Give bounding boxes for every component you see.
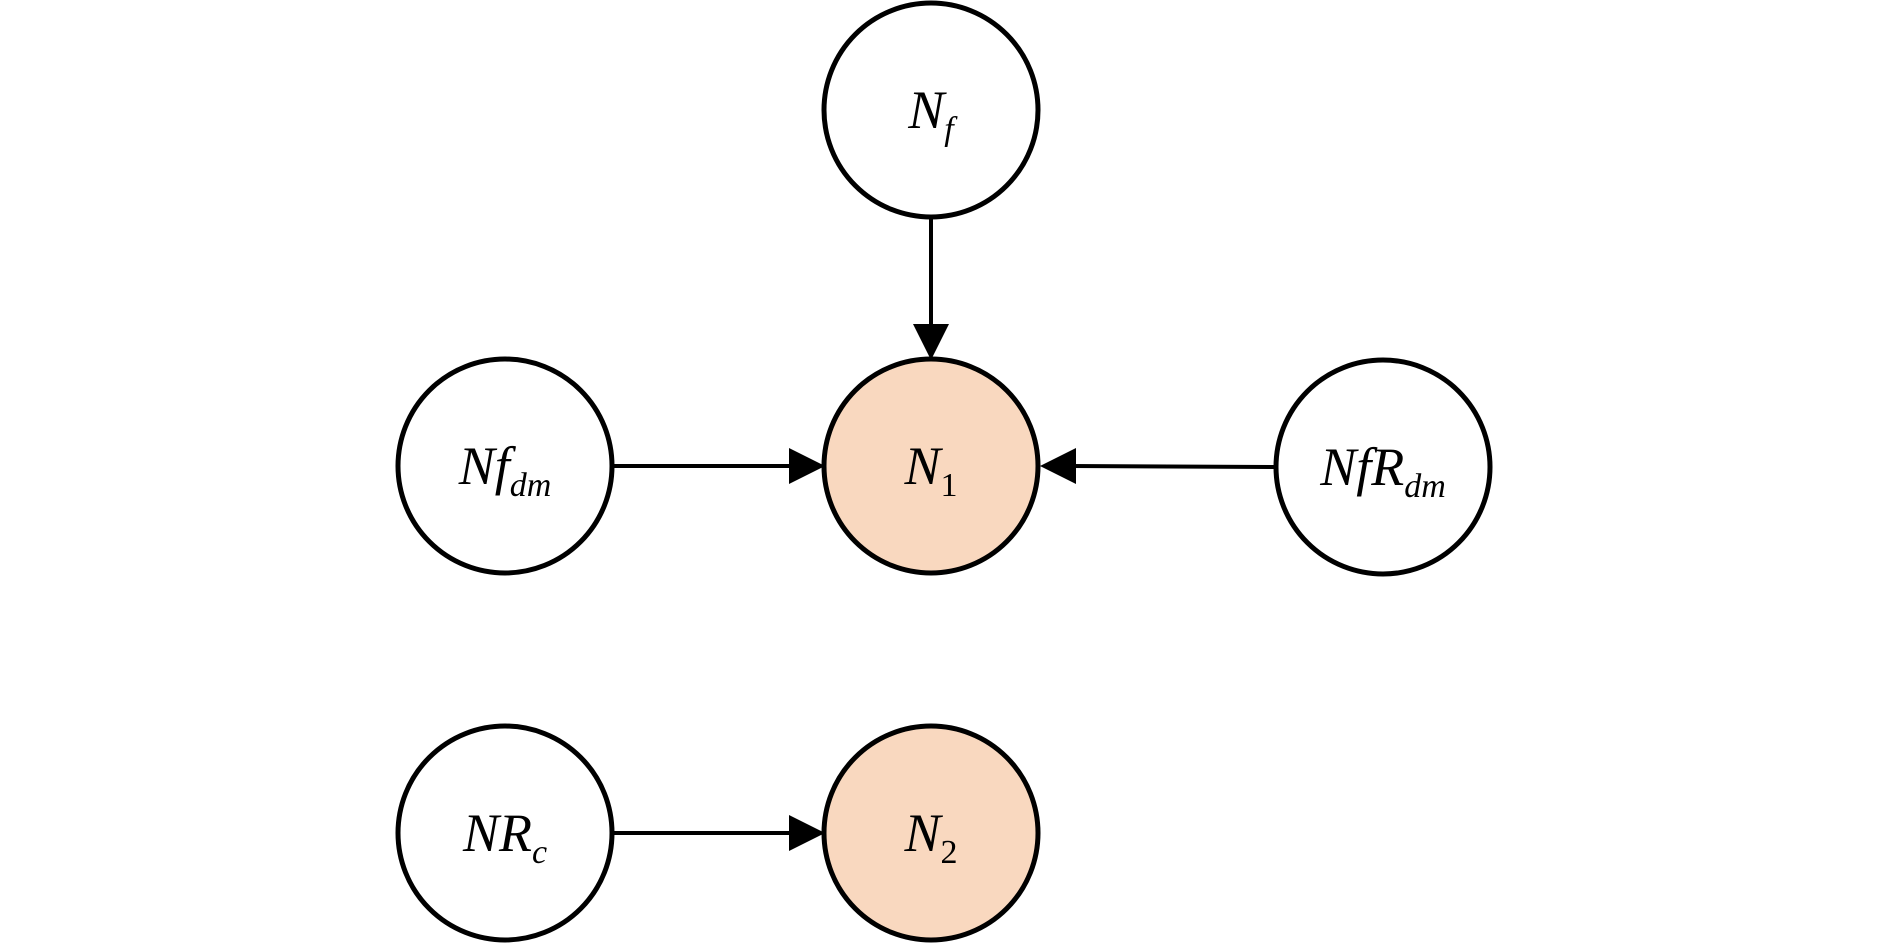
- svg-text:N2: N2: [903, 803, 957, 871]
- node-n1: N1: [821, 356, 1041, 576]
- arrowhead-nf-to-n1: [913, 324, 949, 360]
- svg-text:Nfdm: Nfdm: [458, 436, 552, 504]
- node-nf-main: N: [907, 80, 947, 140]
- node-n1-main: N: [903, 436, 943, 496]
- node-nrc-main: NR: [462, 803, 532, 863]
- edges: [612, 218, 1276, 851]
- node-nrc-sub: c: [532, 834, 547, 871]
- node-n2-circle: [821, 723, 1041, 943]
- node-nfdm-main: Nf: [458, 436, 517, 496]
- node-nfrdm-circle: [1273, 357, 1493, 577]
- svg-text:NfRdm: NfRdm: [1319, 437, 1446, 505]
- node-nf: Nf: [821, 0, 1041, 220]
- node-n1-sub: 1: [941, 467, 958, 504]
- node-n2: N2: [821, 723, 1041, 943]
- node-nfrdm-sub: dm: [1404, 468, 1446, 505]
- arrowhead-nfdm-to-n1: [789, 448, 825, 484]
- node-nfdm-circle: [395, 356, 615, 576]
- node-nfrdm: NfRdm: [1273, 357, 1493, 577]
- svg-text:NRc: NRc: [462, 803, 547, 871]
- edge-nfrdm-to-n1: [1069, 464, 1276, 469]
- node-nrc: NRc: [395, 723, 615, 943]
- svg-text:N1: N1: [903, 436, 957, 504]
- node-n2-main: N: [903, 803, 943, 863]
- node-nfdm-sub: dm: [510, 467, 552, 504]
- svg-text:Nf: Nf: [907, 80, 958, 148]
- node-nrc-circle: [395, 723, 615, 943]
- node-nf-circle: [821, 0, 1041, 220]
- node-nfrdm-main: NfR: [1319, 437, 1404, 497]
- arrowhead-nfrdm-to-n1: [1040, 448, 1076, 484]
- node-nfdm: Nfdm: [395, 356, 615, 576]
- arrowhead-nrc-to-n2: [789, 815, 825, 851]
- node-n2-sub: 2: [941, 834, 958, 871]
- node-n1-circle: [821, 356, 1041, 576]
